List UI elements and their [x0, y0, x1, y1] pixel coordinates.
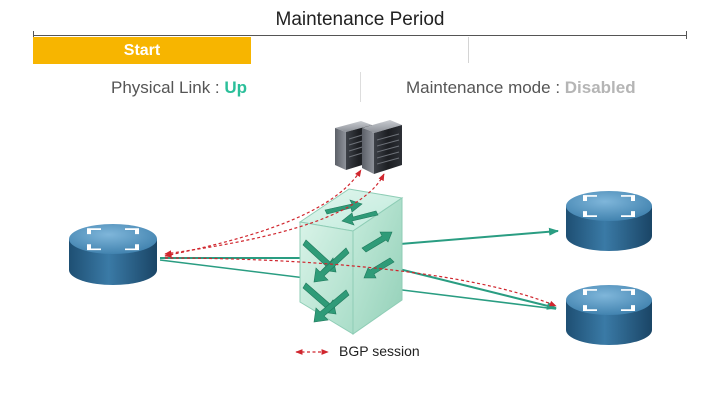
- timeline-axis: [33, 35, 687, 36]
- timeline-start-tick: [33, 31, 34, 39]
- maintenance-mode-value: Disabled: [564, 78, 636, 97]
- bgp-session-left-to-router-bottom: [164, 257, 557, 307]
- physical-link-label: Physical Link :: [111, 78, 225, 97]
- link-switch-to-router-bottom: [394, 267, 557, 310]
- router-left-icon: [69, 224, 157, 285]
- timeline-phase-divider: [468, 37, 469, 63]
- router-right-bottom-icon: [566, 285, 652, 345]
- start-phase-label: Start: [123, 41, 161, 59]
- physical-link-status: Physical Link : Up: [111, 78, 247, 98]
- server-rack-icon: [335, 120, 402, 174]
- start-phase-bar: Start: [33, 37, 251, 64]
- maintenance-period-title: Maintenance Period: [275, 9, 445, 30]
- bgp-session-left-to-server-2: [164, 173, 385, 256]
- legend-icon-spacer: [293, 346, 333, 356]
- router-right-top-icon: [566, 191, 652, 251]
- bgp-sessions: [164, 169, 557, 307]
- timeline-end-tick: [686, 31, 687, 39]
- physical-link-value: Up: [224, 78, 248, 97]
- maintenance-mode-label: Maintenance mode :: [406, 78, 565, 97]
- link-switch-to-router-top: [399, 227, 559, 245]
- legend-bgp-label: BGP session: [339, 343, 420, 359]
- legend: BGP session: [293, 343, 420, 359]
- status-divider: [360, 72, 361, 102]
- maintenance-mode-status: Maintenance mode : Disabled: [406, 78, 636, 98]
- network-switch-icon: [298, 188, 404, 335]
